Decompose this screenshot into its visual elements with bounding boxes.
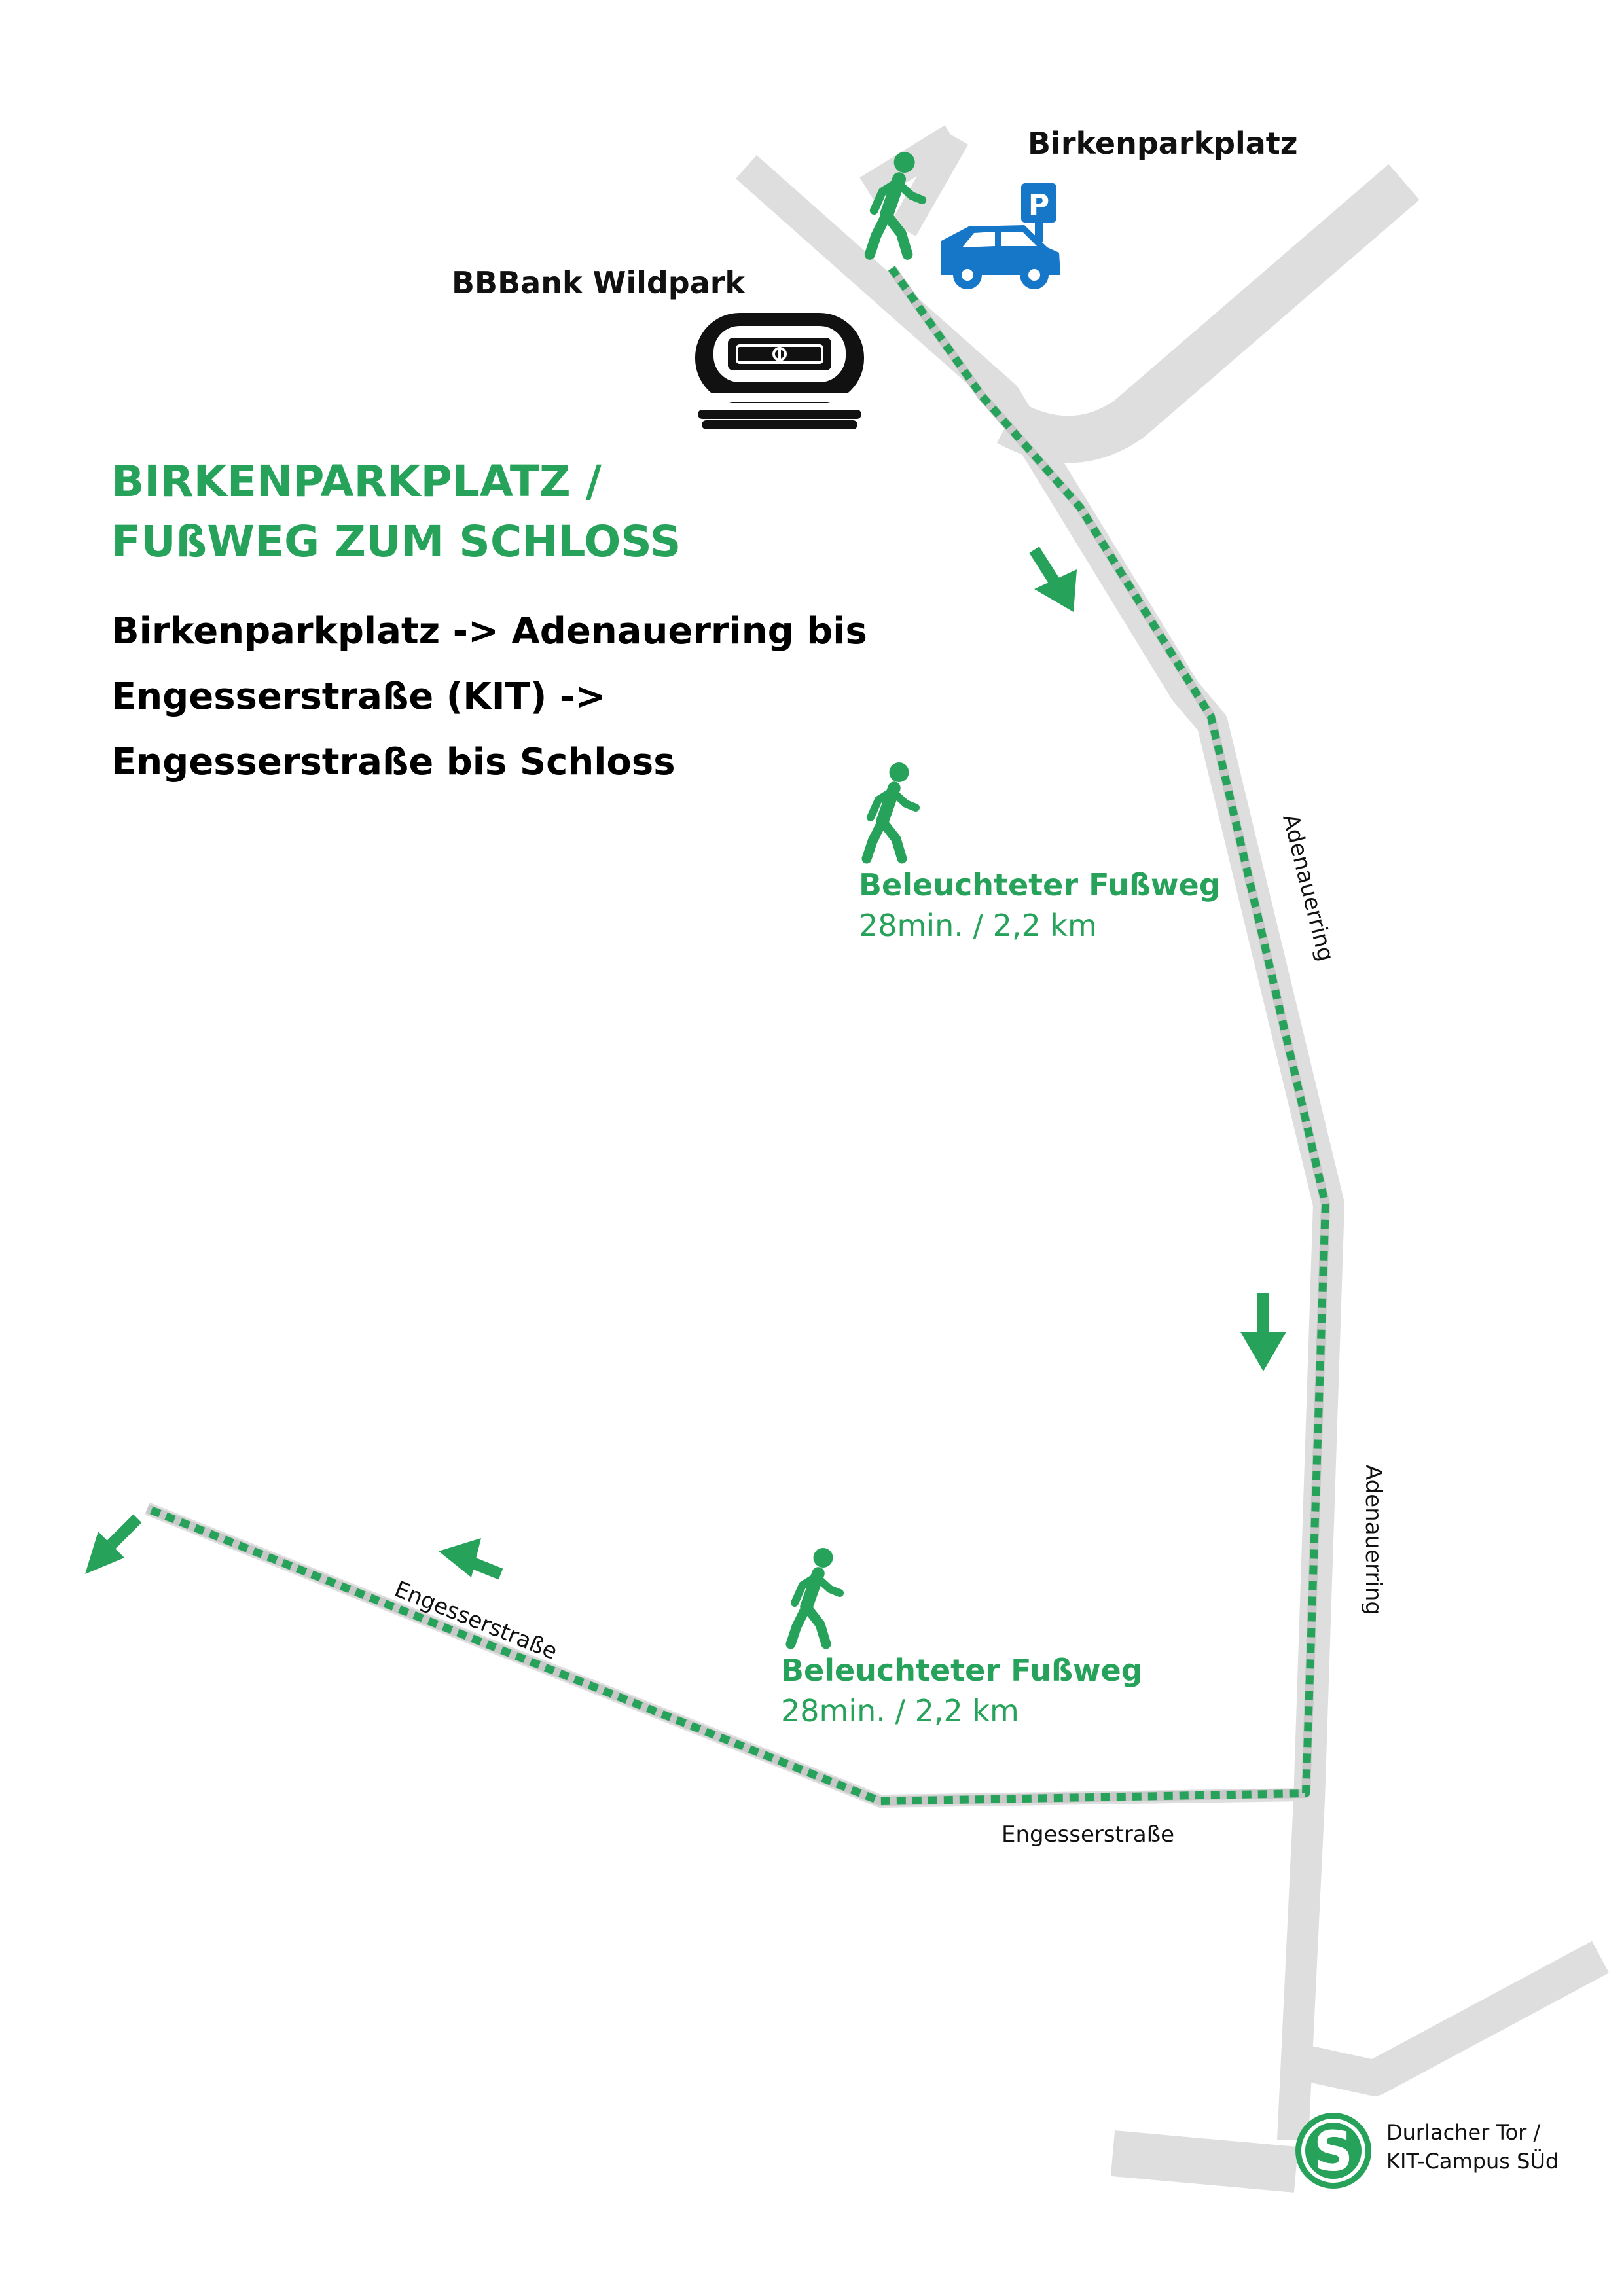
walk-info-detail: 28min. / 2,2 km	[781, 1693, 1019, 1729]
parking-sign-icon: P	[1021, 183, 1056, 242]
direction-arrow-icon	[85, 1514, 142, 1574]
walk-info-title: Beleuchteter Fußweg	[781, 1653, 1143, 1688]
station-label-line-2: KIT-Campus SÜd	[1386, 2149, 1559, 2174]
direction-arrow-icon	[1029, 547, 1077, 612]
route-description: Birkenparkplatz -> Adenauerring bis Enge…	[111, 599, 867, 795]
direction-arrow-icon	[1240, 1293, 1286, 1371]
station-label: Durlacher Tor / KIT-Campus SÜd	[1386, 2118, 1559, 2176]
walk-info-title: Beleuchteter Fußweg	[859, 867, 1221, 903]
map-heading-line-1: BIRKENPARKPLATZ /	[111, 456, 602, 507]
route-path	[145, 266, 1329, 1805]
walk-info-detail: 28min. / 2,2 km	[859, 908, 1097, 943]
station-label-line-1: Durlacher Tor /	[1386, 2120, 1541, 2145]
walk-info-upper: Beleuchteter Fußweg 28min. / 2,2 km	[859, 867, 1221, 943]
route-description-line-2: Engesserstraße (KIT) ->	[111, 675, 605, 718]
road-northeast-branch	[996, 164, 1420, 463]
svg-text:P: P	[1028, 188, 1049, 222]
route-description-line-3: Engesserstraße bis Schloss	[111, 741, 676, 783]
stadium-icon	[695, 313, 864, 429]
walking-route	[145, 265, 1330, 1806]
street-label-engesserstrasse: Engesserstraße	[1001, 1821, 1175, 1848]
stadium-label: BBBank Wildpark	[452, 265, 746, 300]
walking-person-icon	[861, 762, 920, 864]
map-heading-line-2: FUßWEG ZUM SCHLOSS	[111, 516, 681, 567]
direction-arrow-icon	[439, 1538, 503, 1580]
walking-person-icon	[785, 1548, 844, 1649]
walking-person-icon	[864, 152, 927, 260]
route-description-line-1: Birkenparkplatz -> Adenauerring bis	[111, 610, 867, 653]
street-label-adenauerring-lower: Adenauerring	[1360, 1465, 1386, 1615]
svg-text:S: S	[1314, 2119, 1354, 2183]
map-heading: BIRKENPARKPLATZ / FUßWEG ZUM SCHLOSS	[111, 452, 681, 572]
s-bahn-icon: S	[1295, 2113, 1371, 2189]
parking-label: Birkenparkplatz	[1028, 126, 1298, 161]
road-south-end	[1110, 2130, 1299, 2193]
road-network	[145, 125, 1609, 2193]
car-icon	[941, 225, 1060, 289]
walk-info-lower: Beleuchteter Fußweg 28min. / 2,2 km	[781, 1653, 1143, 1729]
road-parking-access	[890, 130, 969, 236]
road-east-branch	[1295, 1941, 1609, 2096]
